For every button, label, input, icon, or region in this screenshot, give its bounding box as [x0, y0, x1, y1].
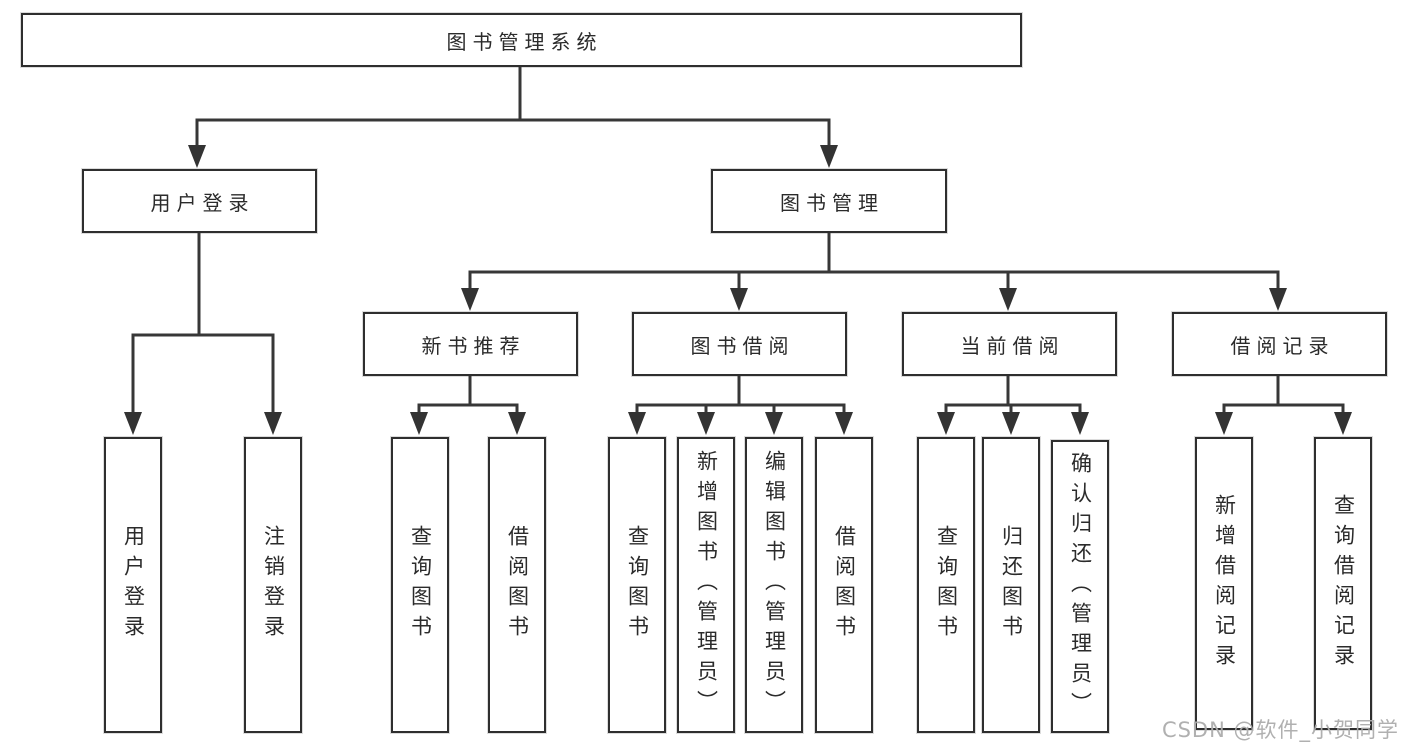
- leaf-current-query-books: 查询图书: [917, 437, 975, 733]
- node-user-login: 用户登录: [82, 169, 317, 233]
- leaf-user-login: 用户登录: [104, 437, 162, 733]
- leaf-current-return-books: 归还图书: [982, 437, 1040, 733]
- node-current-borrowing: 当前借阅: [902, 312, 1117, 376]
- node-book-management: 图书管理: [711, 169, 947, 233]
- leaf-borrowing-edit-books-admin: 编辑图书（管理员）: [745, 437, 803, 733]
- watermark: CSDN @软件_小贺同学: [1161, 718, 1399, 742]
- leaf-borrowing-add-books-admin: 新增图书（管理员）: [677, 437, 735, 733]
- node-library-system: 图书管理系统: [21, 13, 1022, 67]
- leaf-borrowing-query-books: 查询图书: [608, 437, 666, 733]
- node-new-book-recommend: 新书推荐: [363, 312, 578, 376]
- node-book-borrowing: 图书借阅: [632, 312, 847, 376]
- leaf-current-confirm-return-admin: 确认归还（管理员）: [1051, 440, 1109, 733]
- leaf-recommend-query-books: 查询图书: [391, 437, 449, 733]
- leaf-logout: 注销登录: [244, 437, 302, 733]
- leaf-records-query-record: 查询借阅记录: [1314, 437, 1372, 730]
- leaf-records-add-record: 新增借阅记录: [1195, 437, 1253, 730]
- leaf-recommend-borrow-books: 借阅图书: [488, 437, 546, 733]
- leaf-borrowing-borrow-books: 借阅图书: [815, 437, 873, 733]
- node-borrowing-records: 借阅记录: [1172, 312, 1387, 376]
